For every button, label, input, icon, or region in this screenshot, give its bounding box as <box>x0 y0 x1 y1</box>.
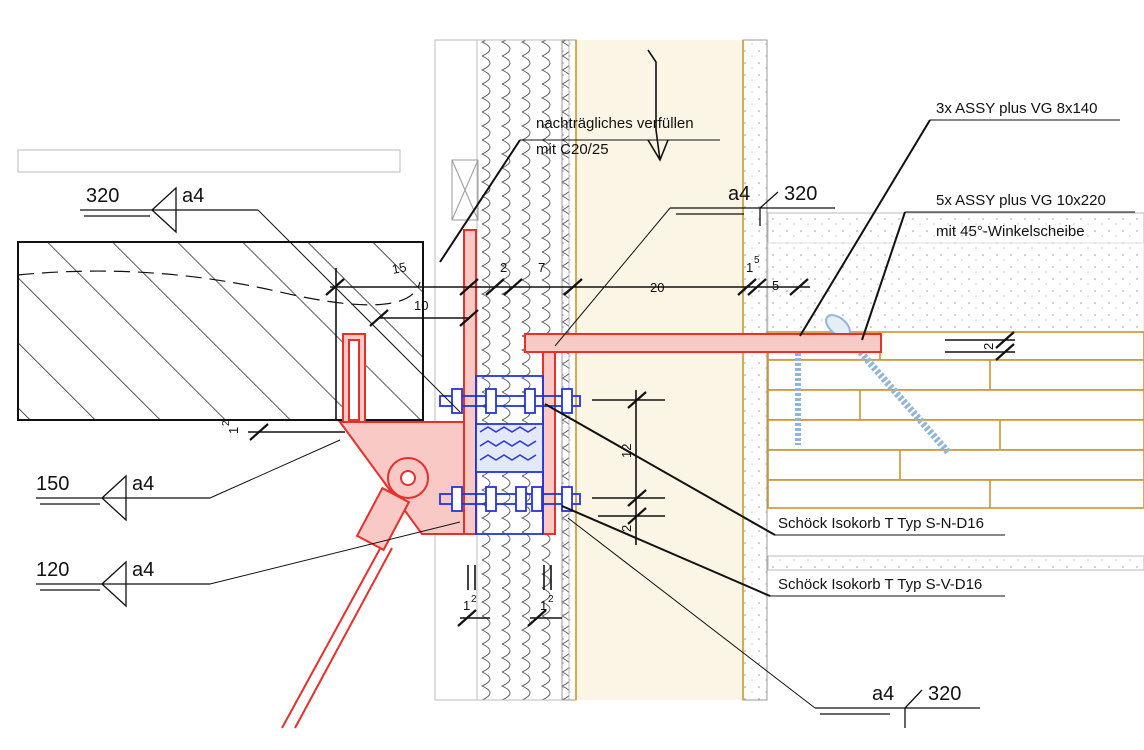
weld-top-right-length: 320 <box>784 183 817 205</box>
dimension-lines <box>248 49 1015 627</box>
weld-mid-left-throat: a4 <box>132 473 154 495</box>
dim-2-right: 2 <box>981 343 996 350</box>
dim-15: 15 <box>391 259 408 277</box>
dim-5: 5 <box>772 278 779 293</box>
dim-12: 12 <box>619 444 634 458</box>
dim-1-2-bottom-b-sup: 2 <box>548 594 554 605</box>
dim-1-2-bottom-b-base: 1 <box>540 598 547 613</box>
screw-note-1: 3x ASSY plus VG 8x140 <box>936 100 1098 117</box>
weld-mid-left-length: 150 <box>36 473 69 495</box>
wall-core-layer <box>575 40 744 700</box>
timber-board <box>767 389 1144 421</box>
dim-1-2-bottom-a-base: 1 <box>463 598 470 613</box>
dim-20: 20 <box>650 280 664 295</box>
dim-1-2-left-sup: 2 <box>221 420 232 426</box>
weld-top-right-throat: a4 <box>728 183 750 205</box>
weld-bottom-right-throat: a4 <box>872 683 894 705</box>
dim-2: 2 <box>500 260 507 275</box>
isokorb-2-label: Schöck Isokorb T Typ S-V-D16 <box>778 576 982 593</box>
fill-note-line2: mit C20/25 <box>536 141 609 158</box>
dim-7: 7 <box>538 260 545 275</box>
screw-note-2-line2: mit 45°-Winkelscheibe <box>936 223 1085 240</box>
screw-note-2-line1: 5x ASSY plus VG 10x220 <box>936 192 1106 209</box>
timber-floor <box>767 212 1144 571</box>
slab-top-band <box>17 149 401 173</box>
timber-board <box>767 479 1144 509</box>
dim-1-5-base: 1 <box>746 260 753 275</box>
weld-top-left-length: 320 <box>86 185 119 207</box>
weld-low-left-throat: a4 <box>132 559 154 581</box>
weld-top-left-throat: a4 <box>182 185 204 207</box>
weld-low-left-length: 120 <box>36 559 69 581</box>
dim-1-5-sup: 5 <box>754 255 760 266</box>
wall-plaster-layer <box>561 39 768 701</box>
fill-note-line1: nachträgliches verfüllen <box>536 115 694 132</box>
dim-1-2-bottom-a-sup: 2 <box>471 594 477 605</box>
leader-lines <box>209 119 1135 709</box>
isokorb-1-label: Schöck Isokorb T Typ S-N-D16 <box>778 515 984 532</box>
weld-symbols <box>36 186 980 728</box>
isokorb-connectors <box>439 375 581 535</box>
steel-console <box>281 229 882 729</box>
dim-1-2-left-base: 1 <box>226 427 241 434</box>
dim-2-lower: 2 <box>619 525 634 532</box>
timber-board <box>767 359 1144 391</box>
weld-bottom-right-length: 320 <box>928 683 961 705</box>
timber-board <box>767 449 1144 481</box>
timber-board <box>767 419 1144 451</box>
dim-10: 10 <box>414 298 428 313</box>
